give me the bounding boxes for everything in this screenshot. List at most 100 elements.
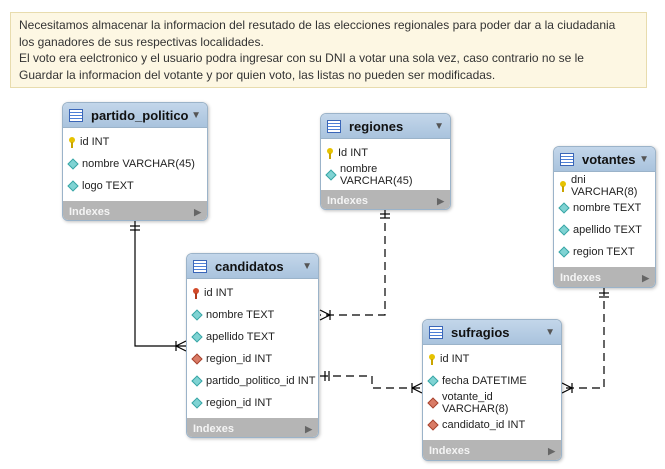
- indexes-section[interactable]: Indexes ▶: [63, 201, 207, 220]
- column-label: dni VARCHAR(8): [571, 174, 638, 198]
- indexes-section[interactable]: Indexes ▶: [321, 190, 450, 209]
- column-label: region_id INT: [206, 353, 273, 365]
- column-row[interactable]: nombre VARCHAR(45): [321, 163, 450, 187]
- column-row[interactable]: id INT: [423, 348, 561, 370]
- key-icon: [68, 136, 76, 148]
- many-mark: [411, 382, 423, 389]
- table-title: candidatos: [215, 258, 284, 274]
- column-row[interactable]: apellido TEXT: [187, 326, 318, 348]
- indexes-section[interactable]: Indexes ▶: [423, 440, 561, 460]
- chevron-down-icon[interactable]: ▼: [639, 153, 649, 165]
- foreign-key-diamond-icon: [191, 353, 203, 365]
- column-row[interactable]: candidato_id INT: [423, 414, 561, 436]
- column-label: region TEXT: [573, 246, 635, 258]
- table-title: sufragios: [451, 324, 510, 340]
- table-header[interactable]: candidatos ▼: [187, 254, 318, 279]
- relationship-votantes-sufragios: [562, 288, 605, 389]
- table-title: partido_politico: [91, 107, 189, 123]
- table-icon: [429, 325, 443, 339]
- note-line: Guardar la informacion del votante y por…: [19, 67, 496, 82]
- description-note: Necesitamos almacenar la informacion del…: [10, 12, 647, 88]
- many-mark: [561, 387, 573, 394]
- relationship-candidatos-sufragios: [320, 375, 422, 389]
- column-label: id INT: [440, 353, 470, 365]
- table-header[interactable]: regiones ▼: [321, 114, 450, 139]
- note-line: los ganadores de sus respectivas localid…: [19, 34, 264, 49]
- note-line: El voto era eelctronico y el usuario pod…: [19, 51, 584, 65]
- column-label: id INT: [80, 136, 110, 148]
- column-label: id INT: [204, 287, 234, 299]
- chevron-down-icon[interactable]: ▼: [545, 326, 555, 338]
- triangle-right-icon[interactable]: ▶: [437, 195, 444, 206]
- diamond-icon: [191, 331, 203, 343]
- column-label: nombre VARCHAR(45): [82, 158, 195, 170]
- triangle-right-icon[interactable]: ▶: [548, 445, 555, 456]
- table-icon: [327, 119, 341, 133]
- indexes-label: Indexes: [69, 206, 110, 218]
- table-votantes[interactable]: votantes ▼ dni VARCHAR(8) nombre TEXT ap…: [553, 146, 656, 288]
- column-row[interactable]: fecha DATETIME: [423, 370, 561, 392]
- column-row[interactable]: nombre TEXT: [187, 304, 318, 326]
- diamond-icon: [558, 224, 570, 236]
- chevron-down-icon[interactable]: ▼: [302, 260, 312, 272]
- relationship-partido-candidatos: [134, 220, 186, 347]
- note-line: Necesitamos almacenar la informacion del…: [19, 18, 616, 32]
- column-label: nombre VARCHAR(45): [340, 163, 413, 187]
- diamond-icon: [558, 246, 570, 258]
- column-row[interactable]: partido_politico_id INT: [187, 370, 318, 392]
- many-mark: [175, 340, 187, 347]
- table-icon: [560, 152, 574, 166]
- many-mark: [319, 309, 331, 316]
- diamond-icon: [427, 375, 439, 387]
- column-row[interactable]: id INT: [63, 131, 207, 153]
- indexes-label: Indexes: [327, 195, 368, 207]
- chevron-down-icon[interactable]: ▼: [434, 120, 444, 132]
- column-label: votante_id VARCHAR(8): [442, 391, 509, 415]
- indexes-label: Indexes: [560, 272, 601, 284]
- triangle-right-icon[interactable]: ▶: [642, 272, 649, 283]
- column-label: logo TEXT: [82, 180, 134, 192]
- column-row[interactable]: votante_id VARCHAR(8): [423, 391, 561, 415]
- triangle-right-icon[interactable]: ▶: [305, 423, 312, 434]
- diamond-icon: [191, 397, 203, 409]
- column-label: nombre TEXT: [573, 202, 642, 214]
- table-title: regiones: [349, 118, 404, 134]
- triangle-right-icon[interactable]: ▶: [194, 206, 201, 217]
- indexes-label: Indexes: [429, 445, 470, 457]
- many-mark: [319, 314, 331, 321]
- chevron-down-icon[interactable]: ▼: [191, 109, 201, 121]
- column-row[interactable]: id INT: [187, 282, 318, 304]
- column-row[interactable]: region_id INT: [187, 348, 318, 370]
- table-regiones[interactable]: regiones ▼ Id INT nombre VARCHAR(45) Ind…: [320, 113, 451, 210]
- diamond-icon: [558, 202, 570, 214]
- foreign-key-diamond-icon: [427, 419, 439, 431]
- column-row[interactable]: region TEXT: [554, 241, 655, 263]
- table-header[interactable]: partido_politico ▼: [63, 103, 207, 128]
- key-icon: [428, 353, 436, 365]
- column-row[interactable]: logo TEXT: [63, 175, 207, 197]
- table-header[interactable]: votantes ▼: [554, 147, 655, 172]
- table-sufragios[interactable]: sufragios ▼ id INT fecha DATETIME votant…: [422, 319, 562, 461]
- column-label: apellido TEXT: [206, 331, 275, 343]
- many-mark: [175, 345, 187, 352]
- key-icon: [192, 287, 200, 299]
- column-label: partido_politico_id INT: [206, 375, 316, 387]
- column-row[interactable]: nombre VARCHAR(45): [63, 153, 207, 175]
- table-title: votantes: [582, 151, 636, 167]
- table-partido-politico[interactable]: partido_politico ▼ id INT nombre VARCHAR…: [62, 102, 208, 221]
- column-row[interactable]: dni VARCHAR(8): [554, 174, 655, 198]
- column-label: fecha DATETIME: [442, 375, 527, 387]
- column-row[interactable]: region_id INT: [187, 392, 318, 414]
- column-row[interactable]: Id INT: [321, 142, 450, 164]
- indexes-section[interactable]: Indexes▶: [187, 418, 318, 437]
- indexes-section[interactable]: Indexes ▶: [554, 267, 655, 287]
- diamond-icon: [67, 180, 79, 192]
- column-row[interactable]: nombre TEXT: [554, 197, 655, 219]
- key-icon: [326, 147, 334, 159]
- column-row[interactable]: apellido TEXT: [554, 219, 655, 241]
- foreign-key-diamond-icon: [427, 397, 439, 409]
- table-header[interactable]: sufragios ▼: [423, 320, 561, 345]
- column-label: region_id INT: [206, 397, 273, 409]
- table-candidatos[interactable]: candidatos ▼ id INT nombre TEXT apellido…: [186, 253, 319, 438]
